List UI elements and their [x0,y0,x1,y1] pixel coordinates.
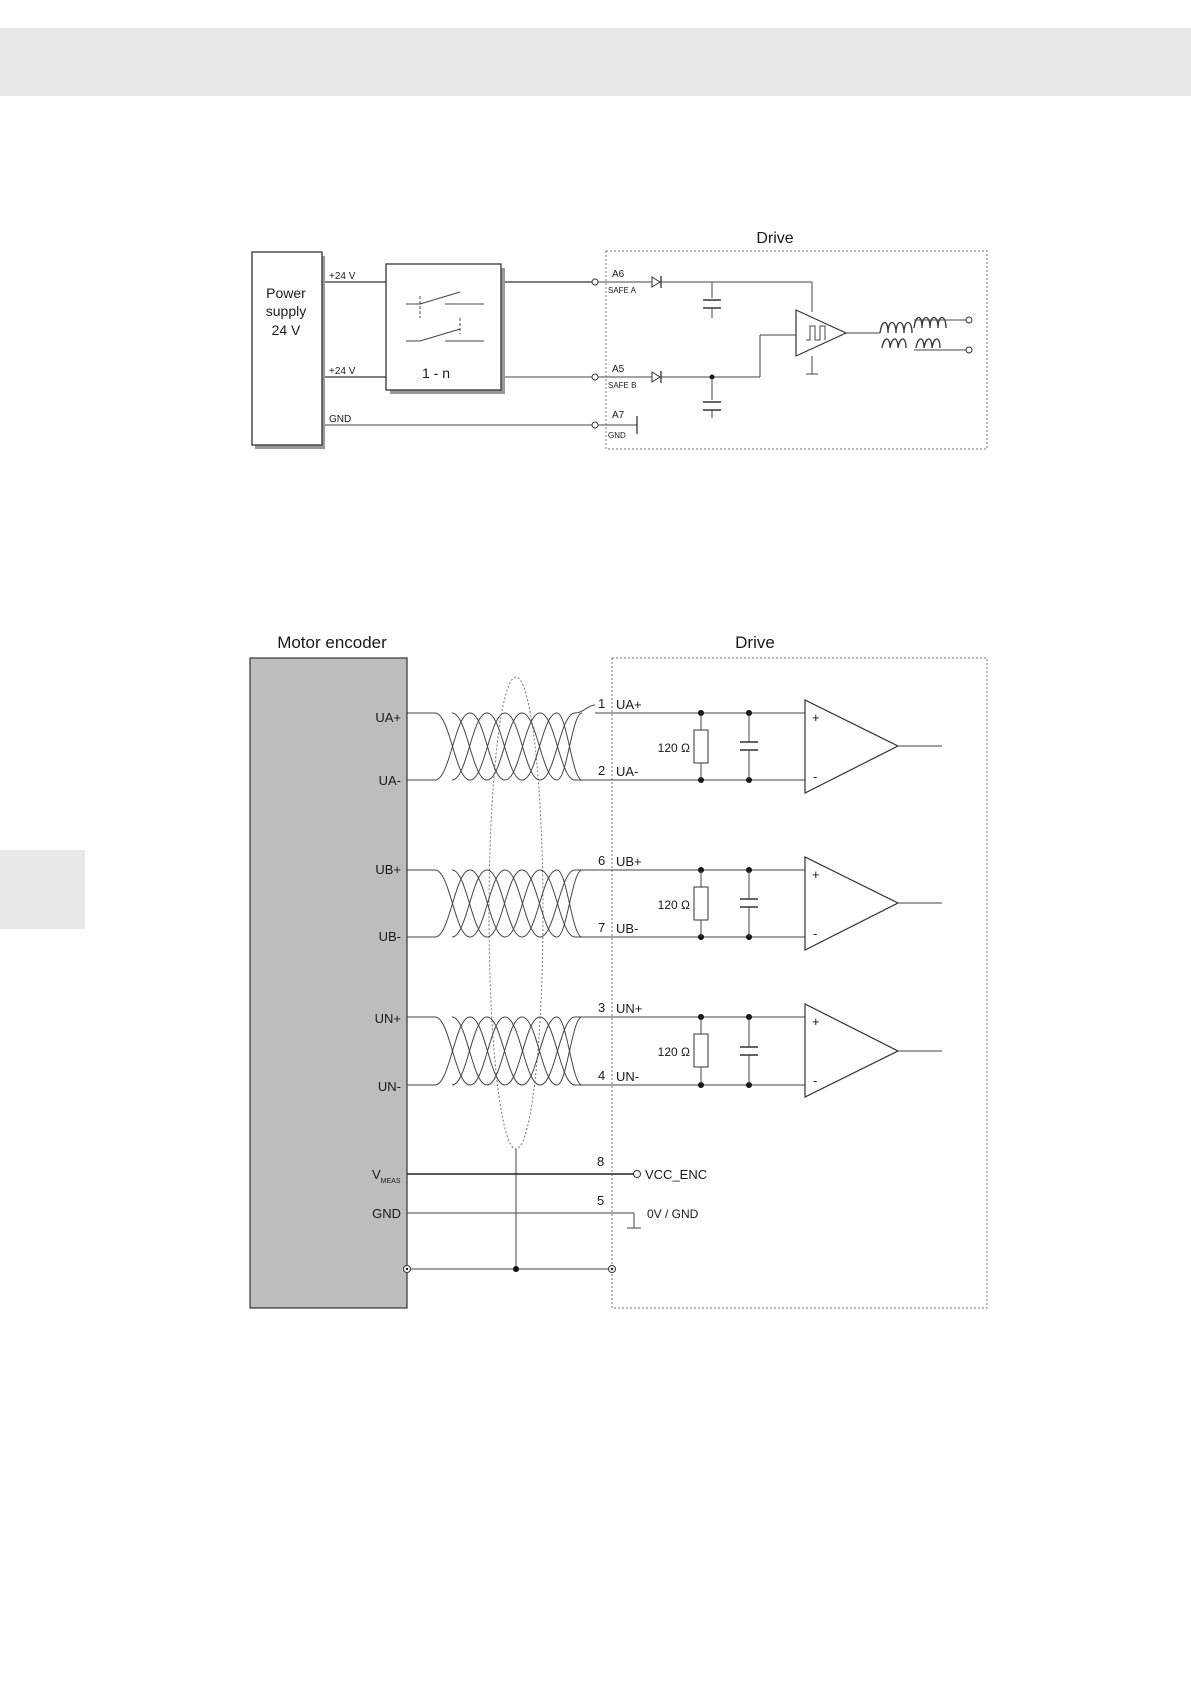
resistor-a: 120 Ω [658,741,690,755]
wire-label-24v-b: +24 V [329,366,356,377]
drive-label-2: Drive [735,633,775,652]
relay-label: 1 - n [422,365,450,381]
ua-plus-drive: UA+ [616,697,642,712]
drive-label-1: Drive [756,230,793,247]
pin-5: 5 [597,1193,604,1208]
plus-b: + [812,867,820,882]
un-minus-drive: UN- [616,1069,639,1084]
channel-un: UN+ UN- 3 UN+ 4 UN- 120 Ω [375,1000,942,1097]
un-plus-drive: UN+ [616,1001,642,1016]
pin-7: 7 [598,920,605,935]
ua-minus-drive: UA- [616,764,638,779]
pin-1: 1 [598,696,605,711]
pin-a7-sub: GND [608,431,626,440]
un-minus-label: UN- [378,1079,401,1094]
vcc-enc-label: VCC_ENC [645,1167,707,1182]
ub-plus-drive: UB+ [616,854,642,869]
pin-a5: A5 [612,364,625,375]
ua-minus-label: UA- [379,773,401,788]
resistor-n: 120 Ω [658,1045,690,1059]
pin-a7: A7 [612,410,625,421]
resistor-b: 120 Ω [658,898,690,912]
plus-a: + [812,710,820,725]
ub-minus-drive: UB- [616,921,638,936]
power-supply-line-2: supply [266,303,306,319]
wire-label-gnd: GND [329,414,351,425]
pin-8: 8 [597,1154,604,1169]
vmeas-main: V [372,1167,381,1182]
pin-a6-sub: SAFE A [608,286,637,295]
channel-ub: UB+ UB- 6 UB+ 7 UB- 120 Ω [375,853,942,950]
gnd-label: GND [372,1206,401,1221]
vmeas-sub: MEAS [381,1178,401,1185]
pin-4: 4 [598,1068,605,1083]
minus-n: - [813,1073,817,1088]
pin-6: 6 [598,853,605,868]
minus-a: - [813,769,817,784]
safe-torque-off-diagram: Drive Power supply 24 V 1 - n +24 V [252,230,987,449]
ub-minus-label: UB- [379,929,401,944]
un-plus-label: UN+ [375,1011,401,1026]
safety-relay-block: 1 - n [386,264,505,394]
ub-plus-label: UB+ [375,862,401,877]
wire-label-24v-a: +24 V [329,271,356,282]
encoder-wiring-diagram: Motor encoder Drive UA+ UA- 1 UA+ 2 UA- [250,633,987,1308]
pin-3: 3 [598,1000,605,1015]
plus-n: + [812,1014,820,1029]
minus-b: - [813,926,817,941]
ua-plus-label: UA+ [375,710,401,725]
power-supply-line-1: Power [266,285,306,301]
pin-2: 2 [598,763,605,778]
pin-a6: A6 [612,269,625,280]
power-supply-line-3: 24 V [272,322,301,338]
pin-a5-sub: SAFE B [608,381,636,390]
power-supply-block: Power supply 24 V [252,252,325,449]
motor-encoder-label: Motor encoder [277,633,387,652]
channel-ua: UA+ UA- 1 UA+ 2 UA- 120 Ω [375,696,942,793]
ov-gnd-label: 0V / GND [647,1207,699,1221]
